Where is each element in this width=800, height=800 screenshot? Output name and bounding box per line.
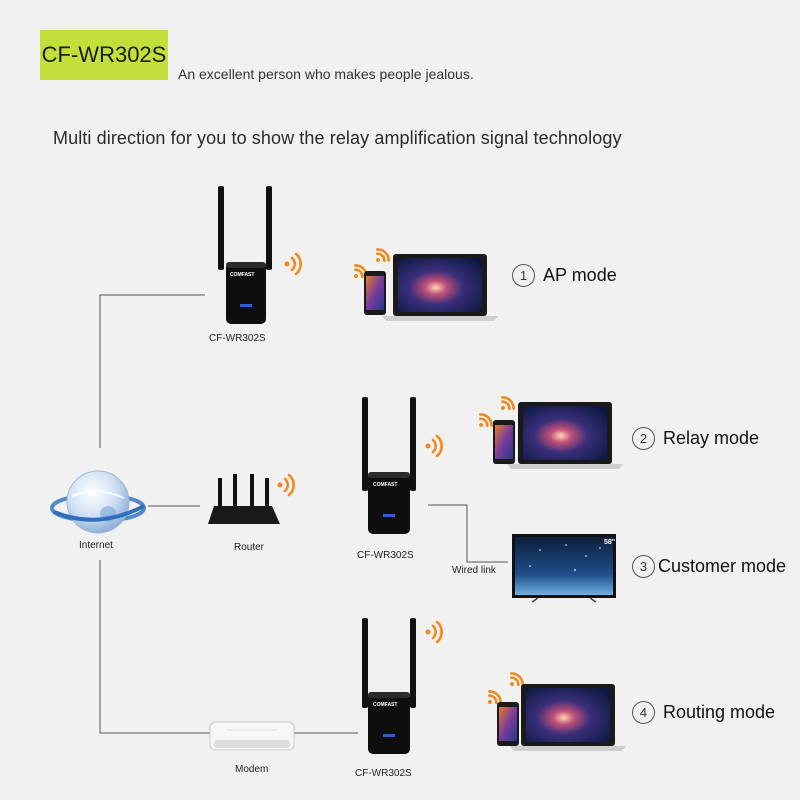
line-internet-ap	[99, 294, 205, 448]
wifi-signal-icon	[277, 473, 295, 497]
mode-routing: 4 Routing mode	[632, 701, 775, 724]
wifi-signal-icon	[277, 248, 524, 705]
internet-label: Internet	[79, 540, 113, 551]
internet-globe-icon	[50, 470, 146, 534]
tv-size-label: 58"	[604, 539, 615, 546]
tagline: An excellent person who makes people jea…	[178, 66, 474, 82]
router-label: Router	[234, 542, 265, 553]
line-wired-link	[428, 504, 508, 563]
mode-number: 4	[632, 701, 655, 724]
wifi-signal-icon	[500, 396, 515, 411]
phone-icon	[497, 702, 519, 746]
mode-relay: 2 Relay mode	[632, 427, 759, 450]
wifi-signal-icon	[284, 252, 302, 276]
product-title-badge: CF-WR302S	[40, 30, 168, 80]
brand-label: COMFAST	[373, 702, 397, 708]
modem-label: Modem	[235, 764, 269, 775]
phone-icon	[493, 420, 515, 464]
mode-number: 2	[632, 427, 655, 450]
wifi-signal-icon	[425, 620, 443, 644]
mode-label: Customer mode	[658, 556, 787, 576]
wifi-signal-icon	[509, 672, 524, 687]
repeater-3-icon	[362, 618, 416, 754]
repeater-1-icon	[218, 186, 272, 324]
wired-link-label: Wired link	[452, 565, 496, 576]
laptop-icon	[510, 684, 626, 751]
phone-icon	[364, 271, 386, 315]
laptop-icon	[382, 254, 498, 321]
mode-ap: 1 AP mode	[512, 264, 617, 287]
line-internet-modem	[99, 560, 210, 734]
mode-number: 3	[632, 555, 655, 578]
brand-label: COMFAST	[230, 272, 254, 278]
subtitle: Multi direction for you to show the rela…	[53, 128, 622, 148]
connection-lines	[99, 294, 508, 734]
mode-label: AP mode	[543, 265, 617, 285]
wifi-signal-icon	[478, 413, 493, 428]
wifi-signal-icon	[425, 434, 443, 458]
repeater-2-icon	[362, 397, 416, 534]
modem-icon	[209, 721, 295, 751]
router-icon	[208, 474, 280, 524]
mode-label: Relay mode	[663, 428, 760, 448]
brand-label: COMFAST	[373, 482, 397, 488]
wifi-signal-icon	[375, 248, 390, 263]
mode-number: 1	[512, 264, 535, 287]
repeater-1-label: CF-WR302S	[209, 333, 266, 344]
repeater-3-label: CF-WR302S	[355, 768, 412, 779]
wifi-signal-icon	[487, 690, 502, 705]
mode-label: Routing mode	[663, 702, 776, 722]
repeater-2-label: CF-WR302S	[357, 550, 414, 561]
tv-icon	[512, 534, 616, 603]
laptop-icon	[507, 402, 623, 469]
